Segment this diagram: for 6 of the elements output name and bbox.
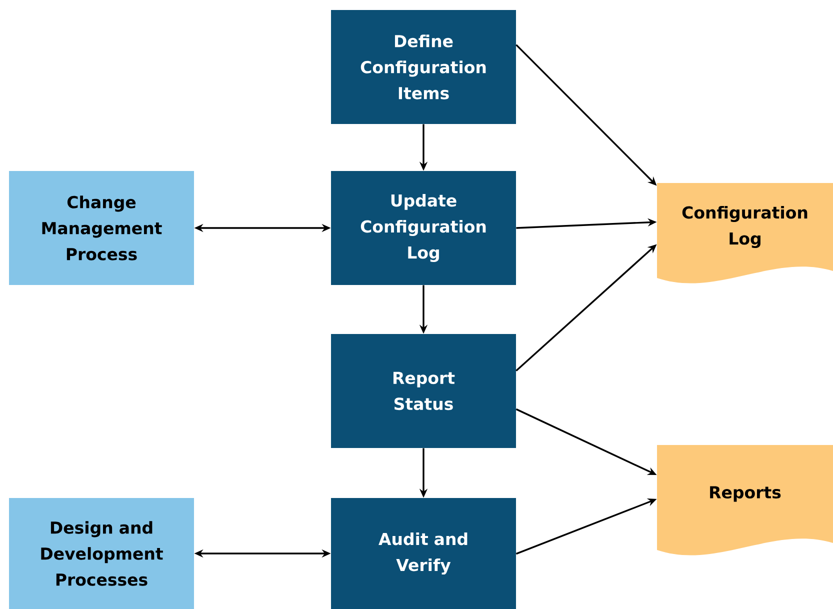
process-box: Report Status xyxy=(331,334,516,448)
process-box: Define Configuration Items xyxy=(331,10,516,124)
process-box: Update Configuration Log xyxy=(331,171,516,285)
external-process-box: Design and Development Processes xyxy=(9,498,194,609)
process-box: Audit and Verify xyxy=(331,498,516,609)
external-process-box: Change Management Process xyxy=(9,171,194,285)
